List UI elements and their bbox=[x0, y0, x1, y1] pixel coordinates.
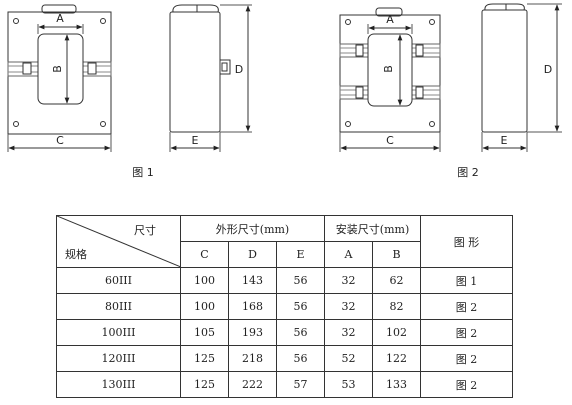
value-cell-a: 53 bbox=[324, 371, 374, 398]
rail-screw bbox=[355, 44, 364, 57]
corner-hole bbox=[13, 18, 19, 24]
table-row: 120III 125 218 56 52 122 图 2 bbox=[56, 345, 514, 372]
value-cell-b: 82 bbox=[372, 293, 422, 320]
value-cell-d: 143 bbox=[228, 267, 277, 294]
table-row: 80III 100 168 56 32 82 图 2 bbox=[56, 293, 514, 320]
value-cell-e: 56 bbox=[275, 319, 326, 346]
group-header-outer-dims: 外形尺寸(mm) bbox=[179, 215, 326, 242]
rail-screw bbox=[415, 44, 424, 57]
dim-d-label: D bbox=[544, 63, 552, 76]
dim-a-label: A bbox=[56, 12, 64, 25]
rail-screw-left bbox=[22, 62, 32, 75]
value-cell-d: 222 bbox=[228, 371, 277, 398]
col-header-d: D bbox=[228, 241, 277, 268]
side-bracket bbox=[219, 59, 231, 75]
side-body bbox=[481, 9, 528, 133]
value-cell-e: 56 bbox=[275, 267, 326, 294]
dim-c-label: C bbox=[56, 134, 64, 147]
side-top-terminal bbox=[484, 3, 525, 11]
value-cell-b: 62 bbox=[372, 267, 422, 294]
value-cell-c: 100 bbox=[180, 267, 229, 294]
value-cell-e: 57 bbox=[275, 371, 326, 398]
figure1-caption: 图 1 bbox=[132, 166, 154, 179]
col-header-c: C bbox=[180, 241, 229, 268]
corner-diagonal bbox=[57, 216, 181, 267]
value-cell-c: 125 bbox=[180, 345, 229, 372]
value-cell-c: 125 bbox=[180, 371, 229, 398]
value-cell-a: 52 bbox=[324, 345, 374, 372]
dim-e-label: E bbox=[192, 134, 199, 147]
table-row: 130III 125 222 57 53 133 图 2 bbox=[56, 371, 514, 398]
figure2-caption: 图 2 bbox=[457, 166, 479, 179]
value-cell-c: 100 bbox=[180, 293, 229, 320]
corner-header-size: 尺寸 bbox=[134, 224, 156, 237]
corner-hole bbox=[429, 121, 435, 127]
rail-screw bbox=[355, 86, 364, 99]
value-cell-e: 56 bbox=[275, 293, 326, 320]
value-cell-d: 168 bbox=[228, 293, 277, 320]
dim-c-label: C bbox=[386, 134, 394, 147]
corner-hole bbox=[345, 121, 351, 127]
model-cell: 60III bbox=[56, 267, 181, 294]
table-row: 100III 105 193 56 32 102 图 2 bbox=[56, 319, 514, 346]
rail-screw-right bbox=[87, 62, 97, 75]
corner-header-cell: 尺寸 规格 bbox=[56, 215, 181, 268]
figure-cell: 图 2 bbox=[420, 293, 514, 320]
value-cell-a: 32 bbox=[324, 267, 374, 294]
model-cell: 100III bbox=[56, 319, 181, 346]
group-header-install-dims: 安装尺寸(mm) bbox=[324, 215, 422, 242]
corner-hole bbox=[100, 18, 106, 24]
spec-table: 尺寸 规格 外形尺寸(mm) 安装尺寸(mm) 图 形 C D E A B 60… bbox=[56, 215, 514, 398]
top-terminal bbox=[41, 4, 77, 14]
value-cell-d: 193 bbox=[228, 319, 277, 346]
corner-hole bbox=[429, 19, 435, 25]
col-header-a: A bbox=[324, 241, 374, 268]
dim-d-label: D bbox=[235, 63, 243, 76]
value-cell-e: 56 bbox=[275, 345, 326, 372]
window-aperture bbox=[37, 33, 84, 105]
value-cell-a: 32 bbox=[324, 319, 374, 346]
value-cell-d: 218 bbox=[228, 345, 277, 372]
col-header-b: B bbox=[372, 241, 422, 268]
figure1-front-view bbox=[7, 4, 112, 152]
corner-hole bbox=[13, 121, 19, 127]
figure-cell: 图 1 bbox=[420, 267, 514, 294]
corner-hole bbox=[345, 19, 351, 25]
table-row: 60III 100 143 56 32 62 图 1 bbox=[56, 267, 514, 294]
dimension-drawings: A B C D E 图 1 bbox=[7, 3, 562, 179]
figure-cell: 图 2 bbox=[420, 345, 514, 372]
dim-e-label: E bbox=[501, 134, 508, 147]
value-cell-b: 102 bbox=[372, 319, 422, 346]
figure1-side-view bbox=[169, 4, 252, 152]
figure2-front-view bbox=[339, 7, 441, 152]
col-header-e: E bbox=[275, 241, 326, 268]
corner-hole bbox=[100, 121, 106, 127]
side-top-terminal bbox=[172, 4, 219, 13]
figure-header: 图 形 bbox=[420, 215, 514, 268]
value-cell-b: 122 bbox=[372, 345, 422, 372]
figure2-side-view bbox=[481, 3, 562, 152]
value-cell-b: 133 bbox=[372, 371, 422, 398]
figure-cell: 图 2 bbox=[420, 319, 514, 346]
value-cell-a: 32 bbox=[324, 293, 374, 320]
model-cell: 80III bbox=[56, 293, 181, 320]
dim-b-label: B bbox=[382, 65, 395, 73]
top-terminal bbox=[375, 7, 403, 17]
value-cell-c: 105 bbox=[180, 319, 229, 346]
model-cell: 130III bbox=[56, 371, 181, 398]
model-cell: 120III bbox=[56, 345, 181, 372]
housing-outline bbox=[339, 14, 441, 133]
dim-a-label: A bbox=[386, 13, 394, 26]
figure-cell: 图 2 bbox=[420, 371, 514, 398]
side-body bbox=[169, 11, 221, 133]
dim-b-label: B bbox=[51, 65, 64, 73]
rail-screw bbox=[415, 86, 424, 99]
corner-header-spec: 规格 bbox=[65, 248, 87, 261]
